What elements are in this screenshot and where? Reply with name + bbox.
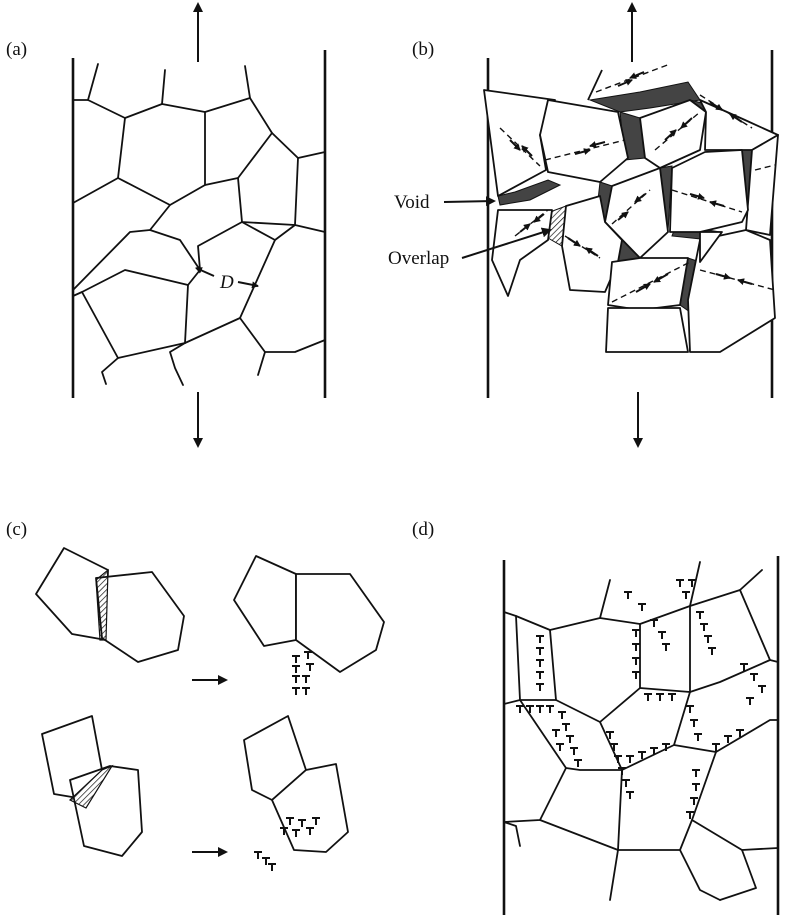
panel-a: (a) D xyxy=(6,2,327,448)
grain-pair-overlap-bottom xyxy=(41,715,143,857)
grain-size-symbol: D xyxy=(219,272,234,293)
void-pointer xyxy=(443,196,496,207)
panel-a-label: (a) xyxy=(6,39,27,60)
panel-d: (d) xyxy=(412,519,780,915)
void-label: Void xyxy=(394,192,430,213)
panel-b: (b) xyxy=(388,2,779,448)
grain-pair-accommodated-top xyxy=(233,555,385,696)
panel-d-label: (d) xyxy=(412,519,434,540)
dislocations-c-top xyxy=(291,651,315,696)
sliding-indicators-b xyxy=(499,63,776,303)
grain-network-a xyxy=(72,63,326,386)
voids-b xyxy=(497,81,753,313)
panel-c: (c) xyxy=(6,519,385,872)
overlap-pointer xyxy=(461,227,552,259)
panel-c-label: (c) xyxy=(6,519,27,540)
panel-b-label: (b) xyxy=(412,39,434,60)
overlap-label: Overlap xyxy=(388,248,449,269)
grain-size-marker: D xyxy=(195,267,259,293)
grain-pair-overlap-top xyxy=(35,547,185,663)
grain-pair-accommodated-bottom xyxy=(243,715,349,872)
grains-b xyxy=(483,69,779,353)
grain-network-d xyxy=(503,561,779,901)
